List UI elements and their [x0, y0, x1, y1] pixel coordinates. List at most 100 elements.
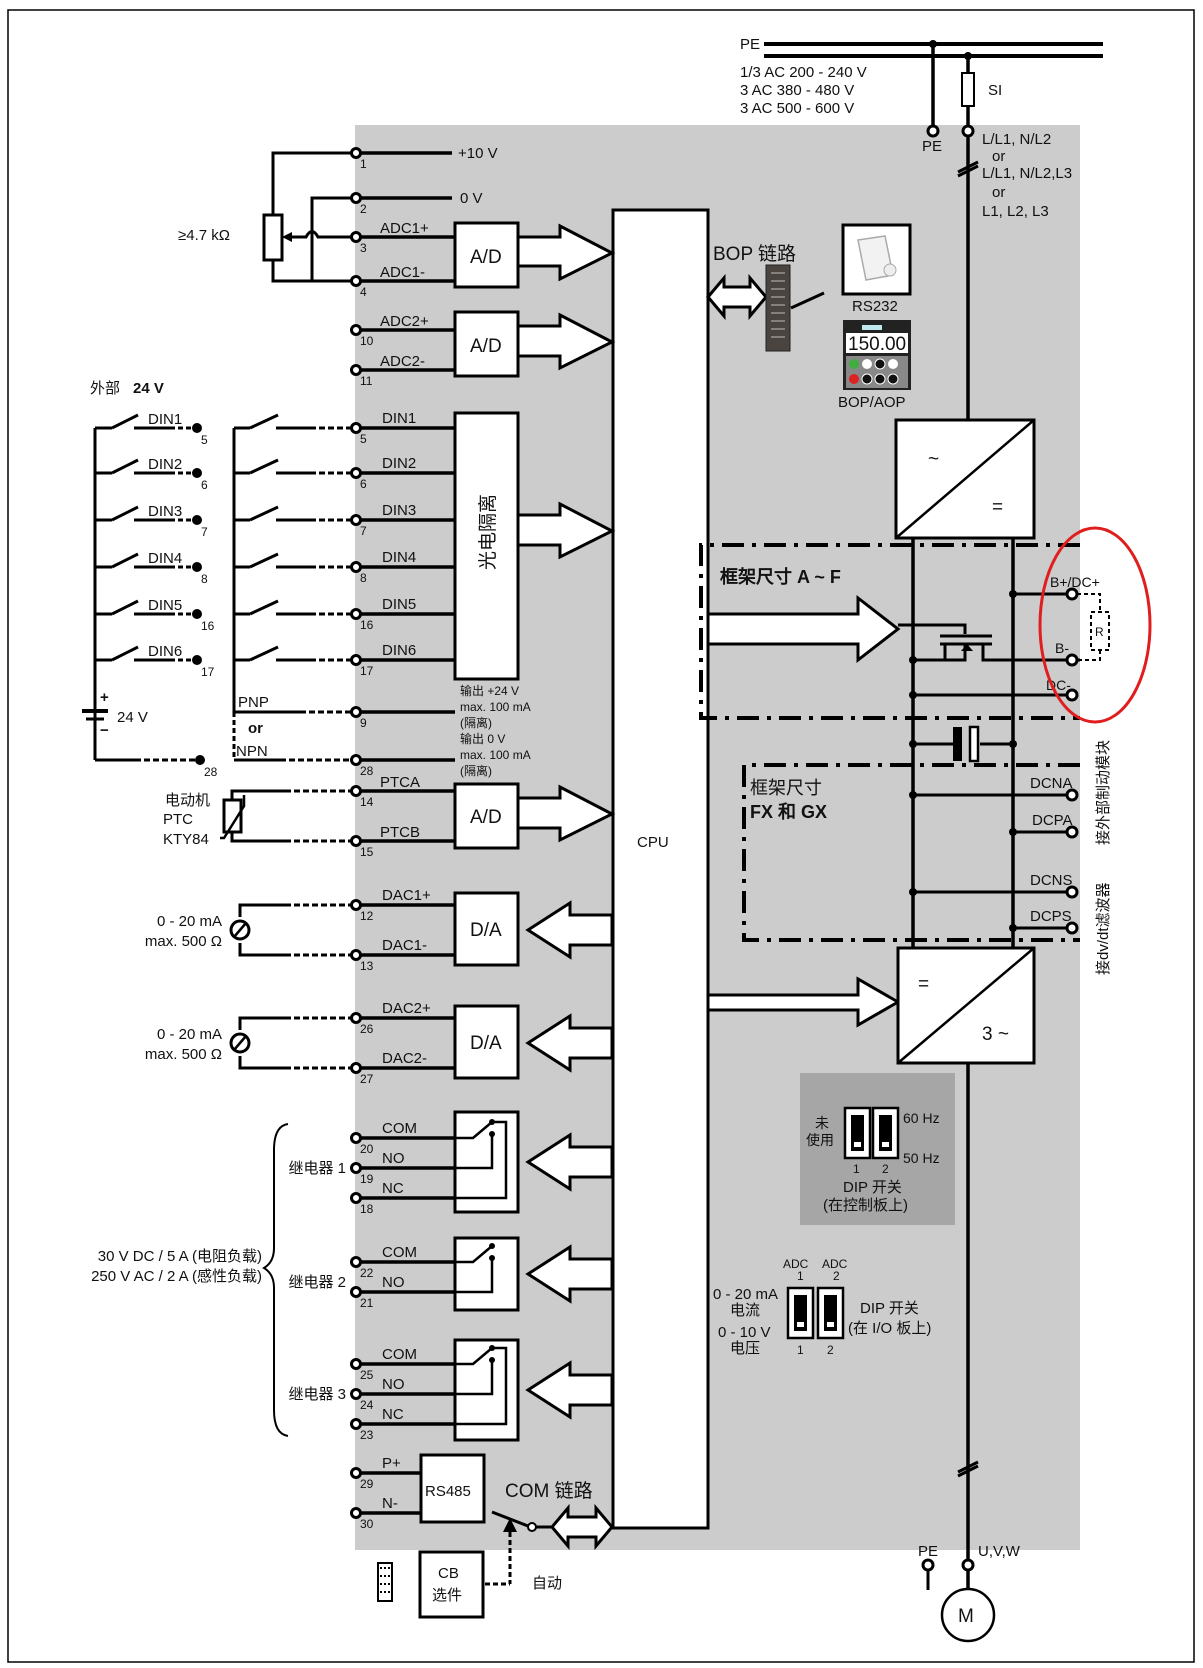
terminal-num: 14 — [360, 795, 374, 809]
switch-icon — [249, 458, 279, 475]
signal-label: NC — [382, 1180, 404, 1197]
relay-contact-icon — [455, 1347, 493, 1366]
opto-isolation-label: 光电隔离 — [477, 494, 499, 570]
switch-icon — [249, 552, 279, 569]
motor-icon — [940, 1587, 996, 1643]
relay-outputs: 30 V DC / 5 A (电阻负载) 250 V AC / 2 A (感性负… — [91, 1110, 614, 1442]
terminal-num: 6 — [360, 477, 367, 491]
rs232-label: RS232 — [852, 298, 898, 315]
terminal-num: 21 — [360, 1296, 374, 1310]
voltage-mode-label-1: 0 - 10 V — [718, 1324, 771, 1341]
fuse-label: SI — [988, 82, 1002, 99]
out24-line-2: max. 100 mA — [460, 700, 531, 714]
terminal-relay — [350, 1418, 362, 1430]
signal-label: COM — [382, 1120, 417, 1137]
relay-label: 继电器 1 — [288, 1160, 346, 1177]
supply-voltage-2: 3 AC 380 - 480 V — [740, 82, 854, 99]
load-label-2: max. 500 Ω — [145, 1046, 222, 1063]
pe-bus-label: PE — [740, 36, 760, 53]
cb-label-1: CB — [438, 1565, 459, 1582]
arrow-right-icon — [706, 976, 902, 1028]
thermistor-icon — [222, 798, 243, 834]
signal-label: ADC1- — [380, 264, 425, 281]
external-brake-module-label: 接外部制动模块 — [1095, 740, 1112, 845]
dcns-label: DCNS — [1030, 872, 1073, 889]
terminal-9 — [350, 706, 362, 718]
terminal-dac — [350, 1012, 362, 1024]
ext-terminal-num: 16 — [201, 619, 215, 633]
arrow-right-icon — [516, 784, 616, 843]
frame-af-label: 框架尺寸 A ~ F — [720, 566, 841, 587]
adc2-block — [453, 310, 520, 378]
ptc-label-1: 电动机 — [165, 792, 210, 809]
com-link-label: COM 链路 — [505, 1480, 593, 1502]
terminal-30 — [350, 1507, 362, 1519]
load-label-1: 0 - 20 mA — [157, 913, 222, 930]
din-signal-label: DIN5 — [382, 596, 416, 613]
motor-label: M — [958, 1606, 974, 1627]
terminal-dac — [350, 949, 362, 961]
terminal-relay — [350, 1388, 362, 1400]
load-label-2: max. 500 Ω — [145, 933, 222, 950]
rectifier-ac-symbol: ~ — [928, 449, 939, 470]
load-label-1: 0 - 20 mA — [157, 1026, 222, 1043]
frame-fx-outline — [742, 763, 1080, 942]
ext-terminal-num: 6 — [201, 478, 208, 492]
cpu-block — [611, 208, 710, 1530]
terminal-num: 12 — [360, 909, 374, 923]
terminal-num: 9 — [360, 716, 367, 730]
signal-label: DAC2- — [382, 1050, 427, 1067]
arrow-left-icon — [525, 900, 614, 960]
bidirectional-arrow-icon — [550, 1503, 614, 1551]
ptc-label-2: PTC — [163, 811, 193, 828]
bop-section: BOP 链路 RS232 150.00 BOP/AOP — [706, 223, 912, 411]
terminal-4: 4 ADC1- — [350, 264, 425, 299]
relay-block — [453, 1110, 520, 1214]
fuse-icon — [961, 72, 975, 107]
voltage-mode-label-2: 电压 — [730, 1340, 760, 1357]
terminal-num: 4 — [360, 285, 367, 299]
ext-terminal-num: 17 — [201, 665, 215, 679]
switch-icon — [111, 599, 139, 616]
arrow-left-icon — [525, 1132, 614, 1192]
terminal-num: 16 — [360, 618, 374, 632]
din-signal-label: DIN1 — [382, 410, 416, 427]
60hz-label: 60 Hz — [903, 1110, 940, 1126]
serial-section: 29 P+ 30 N- RS485 COM 链路 自动 CB 选件 — [350, 1453, 614, 1619]
terminal-relay — [350, 1256, 362, 1268]
signal-label: N- — [382, 1495, 398, 1512]
out24-line-3: (隔离) — [460, 715, 492, 730]
out24-line-1: 输出 +24 V — [460, 683, 519, 698]
battery-label: 24 V — [117, 709, 148, 726]
dcpa-label: DCPA — [1032, 812, 1073, 829]
highlight-circle — [1038, 526, 1152, 724]
ext-din-label: DIN2 — [148, 456, 182, 473]
terminal-num: 13 — [360, 959, 374, 973]
supply-section: PE 1/3 AC 200 - 240 V 3 AC 380 - 480 V 3… — [740, 36, 1103, 420]
supply-voltage-1: 1/3 AC 200 - 240 V — [740, 64, 867, 81]
terminal-num: 17 — [360, 664, 374, 678]
terminal-2: 2 — [350, 192, 367, 216]
power-section: ~ = 框架尺寸 A ~ F B+/DC+ B- DC- R — [699, 418, 1152, 1643]
dip-io-num-2: 2 — [827, 1343, 834, 1357]
din-signal-label: DIN3 — [382, 502, 416, 519]
ext-terminal — [192, 515, 202, 525]
terminal-num: 22 — [360, 1266, 374, 1280]
dip-io-adc1-label: ADC — [783, 1257, 809, 1271]
terminal-num: 7 — [360, 524, 367, 538]
dip-io-board: ADC ADC 1 2 0 - 20 mA 电流 0 - 10 V 电压 1 2… — [713, 1257, 931, 1357]
brace-icon — [262, 1123, 289, 1437]
terminal-num: 27 — [360, 1072, 374, 1086]
signal-label: ADC2- — [380, 353, 425, 370]
terminal-relay — [350, 1358, 362, 1370]
current-mode-label-1: 0 - 20 mA — [713, 1286, 778, 1303]
terminal-num: 11 — [360, 374, 373, 388]
